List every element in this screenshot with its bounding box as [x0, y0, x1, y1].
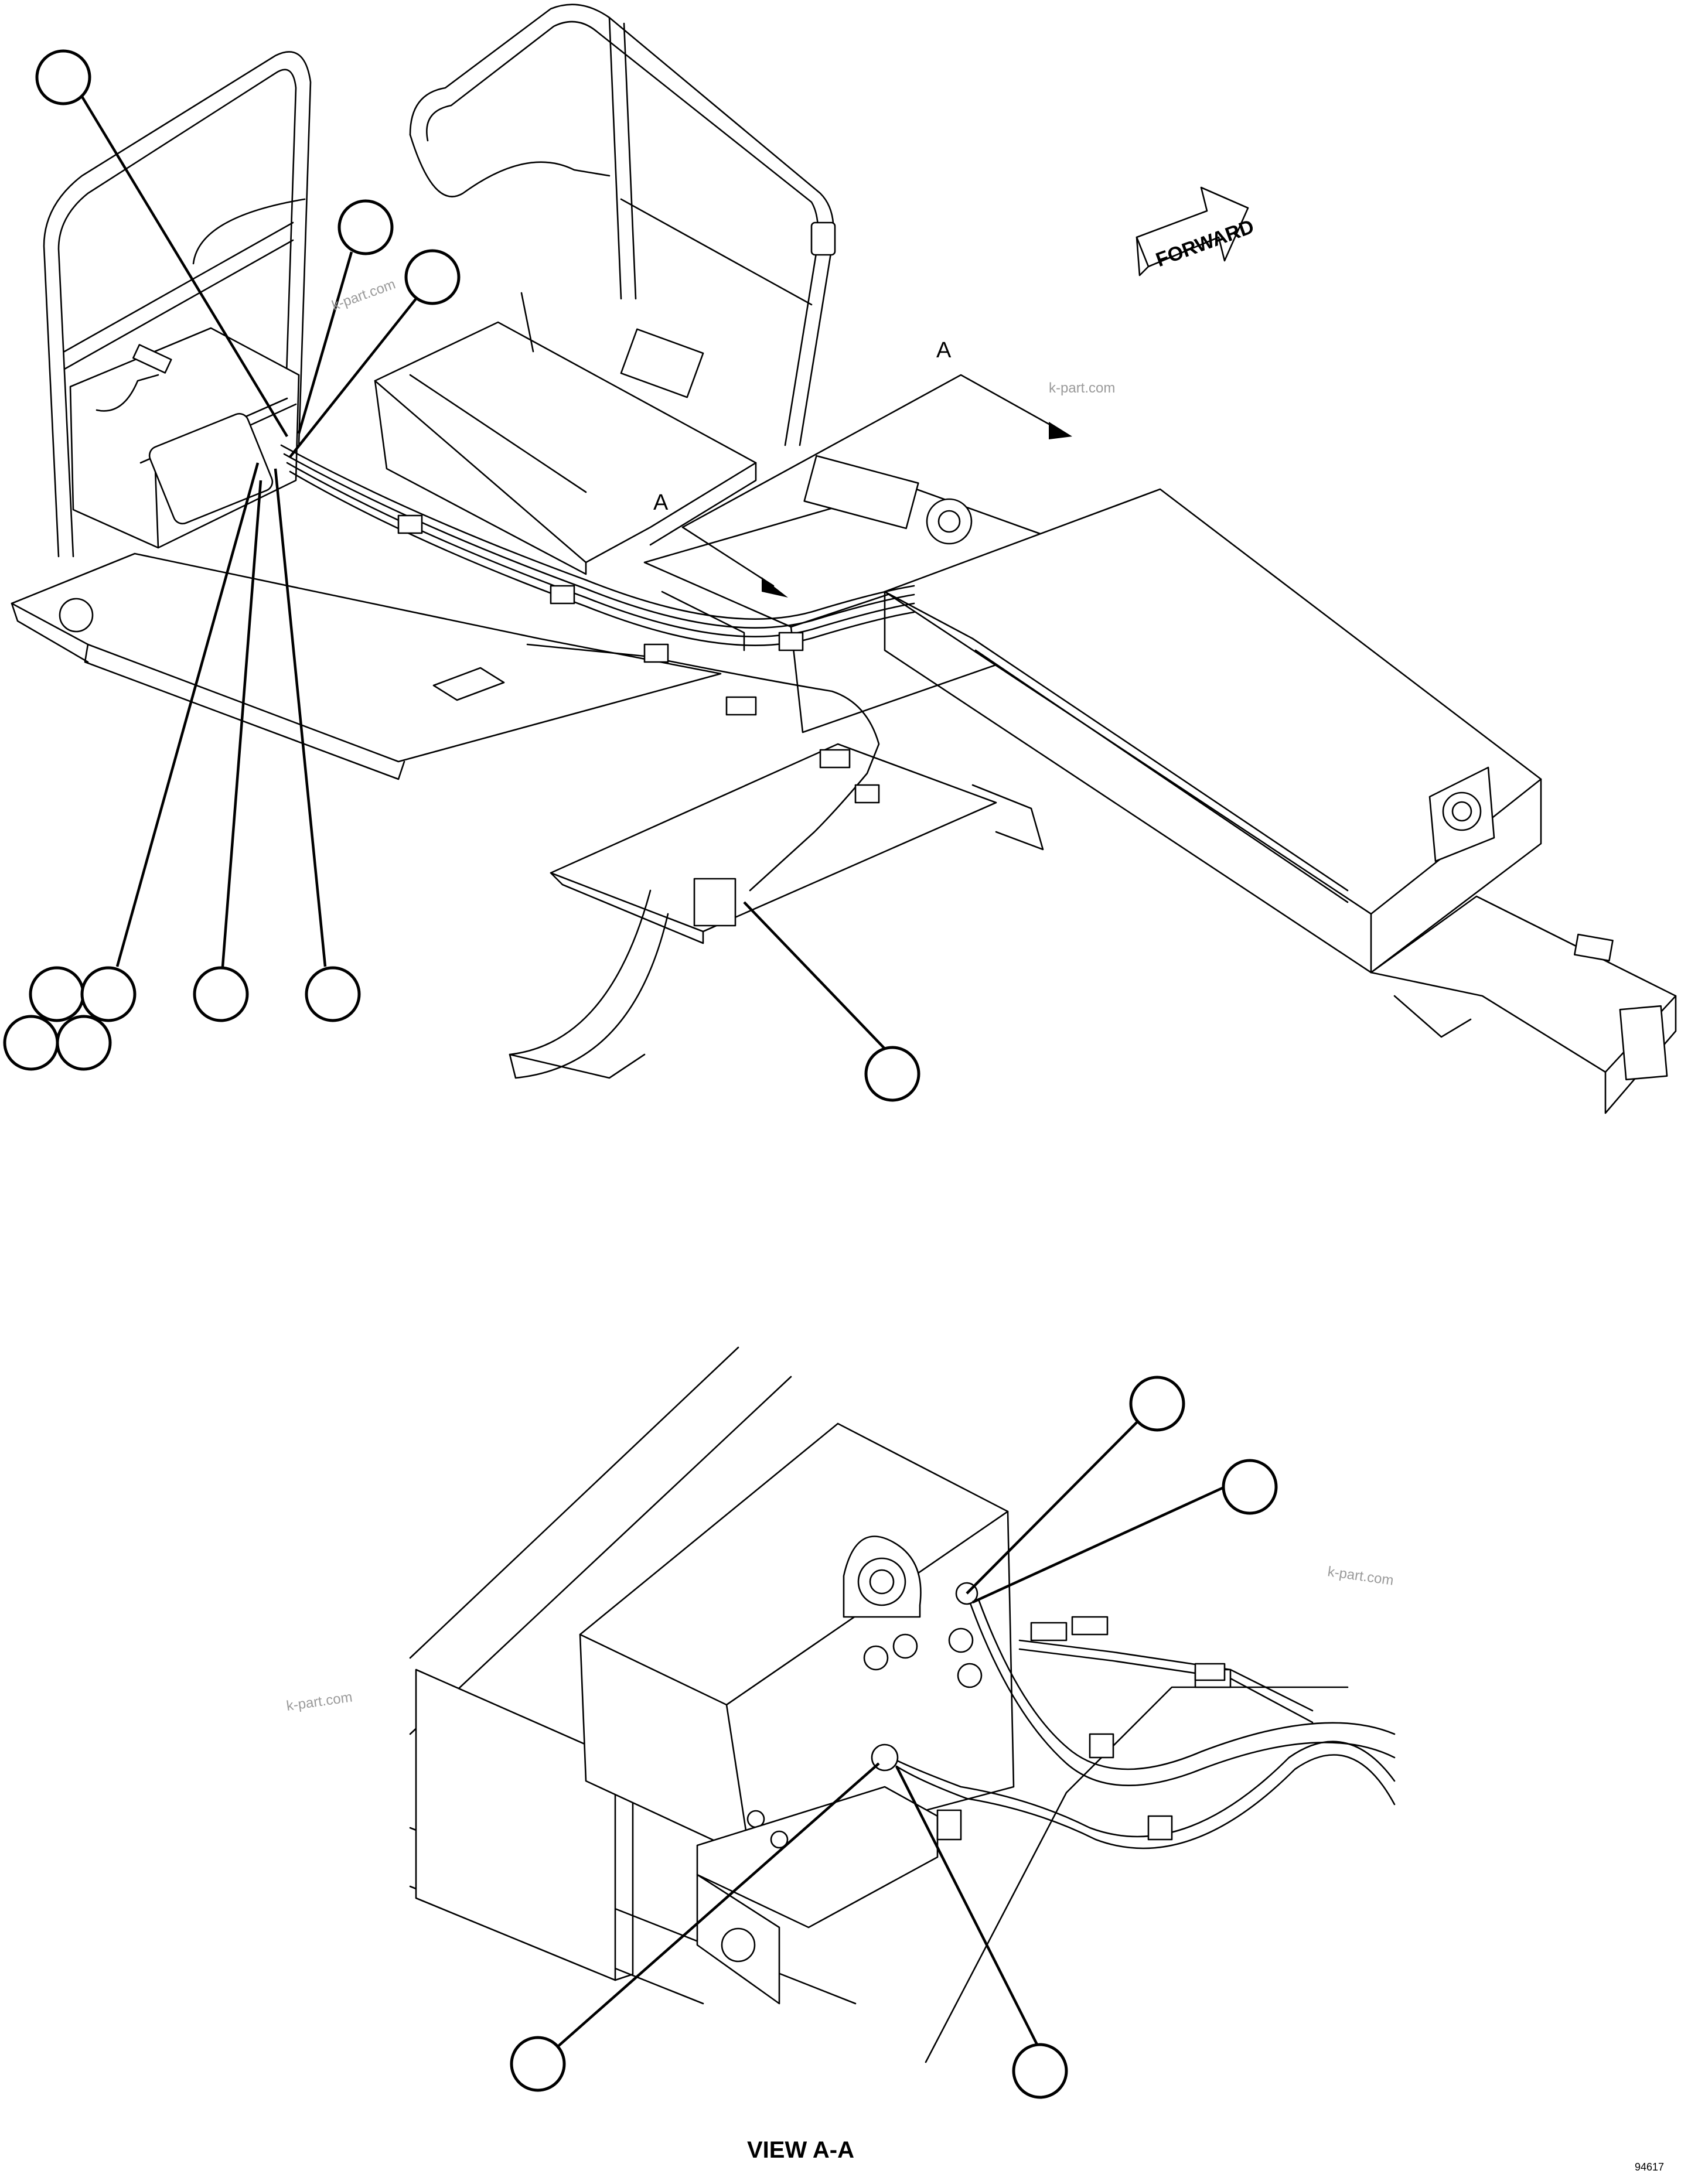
- rear-frame: [1370, 895, 1677, 1114]
- callout-balloon: [56, 1015, 112, 1071]
- hose-bundle: [280, 444, 915, 892]
- top-assembly-view: FORWARD A A: [3, 4, 1677, 1114]
- left-handrail: [43, 51, 312, 558]
- fuel-tank-box: [884, 488, 1542, 974]
- callouts-top: [3, 49, 920, 1102]
- callout-balloon: [1222, 1459, 1278, 1515]
- callout-balloon: [305, 966, 361, 1022]
- watermark-bottom-left: k-part.com: [285, 1689, 353, 1714]
- right-handrail: [409, 4, 836, 446]
- watermark-top-right: k-part.com: [1049, 380, 1115, 396]
- center-frame: [643, 455, 1056, 733]
- section-marker-bottom: A: [653, 490, 669, 515]
- seat-base: [374, 292, 757, 575]
- callout-balloon: [3, 1015, 59, 1071]
- view-caption: VIEW A-A: [747, 2137, 854, 2163]
- section-marker-top: A: [936, 338, 952, 363]
- callout-balloon: [193, 966, 249, 1022]
- callout-balloon: [35, 49, 91, 105]
- section-view-aa: k-part.com k-part.com VIEW A-A 94617: [285, 1346, 1664, 2173]
- control-box: [69, 327, 300, 549]
- section-indicator-upper: A: [681, 338, 1072, 528]
- tank-end-view: [579, 1422, 1015, 1858]
- hose-bundle-section: [871, 1582, 1396, 1849]
- operator-deck: [11, 552, 722, 780]
- front-bumper: [509, 743, 1044, 1079]
- section-indicator-lower: A: [653, 490, 788, 598]
- callouts-bottom: [510, 1376, 1278, 2099]
- drawing-number: 94617: [1635, 2161, 1664, 2173]
- callout-balloon: [1129, 1376, 1185, 1432]
- callout-balloon: [29, 966, 85, 1022]
- watermark-bottom-right: k-part.com: [1327, 1564, 1394, 1589]
- callout-balloon: [864, 1046, 920, 1102]
- watermark-top-left: k-part.com: [330, 276, 398, 313]
- callout-balloon: [337, 199, 394, 255]
- callout-balloon: [510, 2036, 566, 2092]
- callout-balloon: [404, 249, 461, 305]
- callout-balloon: [1012, 2043, 1068, 2099]
- forward-arrow: FORWARD: [1136, 186, 1257, 277]
- callout-balloon: [80, 966, 137, 1022]
